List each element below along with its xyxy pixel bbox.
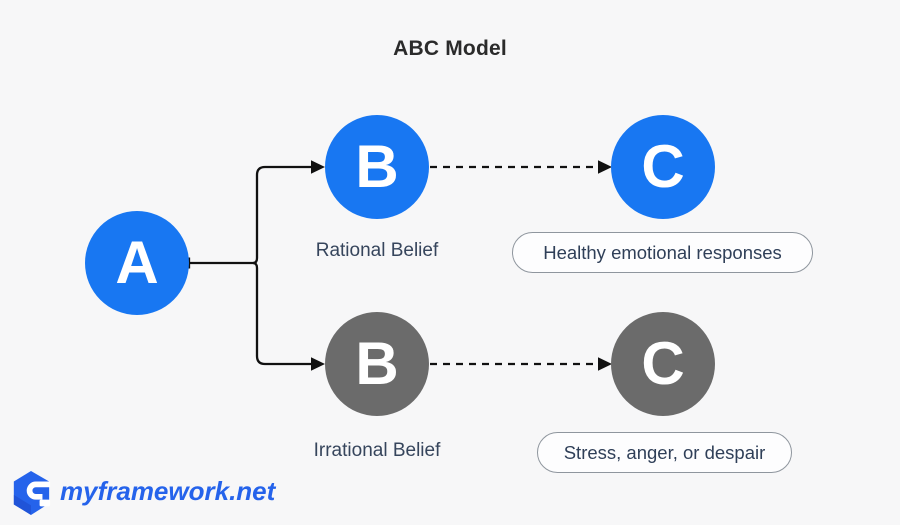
page-title: ABC Model bbox=[393, 37, 507, 60]
outcome-pill-rational-text: Healthy emotional responses bbox=[543, 241, 782, 263]
outcome-pill-rational: Healthy emotional responses bbox=[512, 232, 813, 273]
node-b-rational: B bbox=[325, 115, 429, 219]
cube-logo-notch bbox=[39, 499, 51, 507]
arrowhead-b-irrational-icon bbox=[311, 357, 325, 371]
node-a-letter: A bbox=[115, 229, 159, 296]
node-b-irrational: B bbox=[325, 312, 429, 416]
brand-name-text: myframework.net bbox=[60, 475, 276, 506]
arrowhead-c-irrational-icon bbox=[598, 357, 612, 371]
cube-logo-cut bbox=[26, 481, 51, 500]
node-b-irrational-letter: B bbox=[355, 330, 399, 397]
cube-logo-icon bbox=[13, 471, 51, 515]
node-c-irrational-letter: C bbox=[641, 330, 685, 397]
outcome-pill-irrational-text: Stress, anger, or despair bbox=[563, 441, 766, 463]
arrowhead-c-rational-icon bbox=[598, 160, 612, 174]
node-c-irrational: C bbox=[611, 312, 715, 416]
node-a-activating-event: A bbox=[85, 211, 189, 315]
connector-junction-to-b-irrational bbox=[252, 261, 312, 366]
brand-watermark: myframework.net bbox=[10, 469, 275, 517]
node-c-rational-letter: C bbox=[641, 133, 685, 200]
irrational-belief-label: Irrational Belief bbox=[313, 440, 441, 461]
cube-logo-shade bbox=[13, 494, 31, 515]
arrowhead-b-rational-icon bbox=[311, 160, 325, 174]
outcome-pill-irrational: Stress, anger, or despair bbox=[537, 432, 792, 473]
rational-belief-label: Rational Belief bbox=[315, 240, 439, 261]
node-c-rational: C bbox=[611, 115, 715, 219]
node-b-rational-letter: B bbox=[355, 133, 399, 200]
